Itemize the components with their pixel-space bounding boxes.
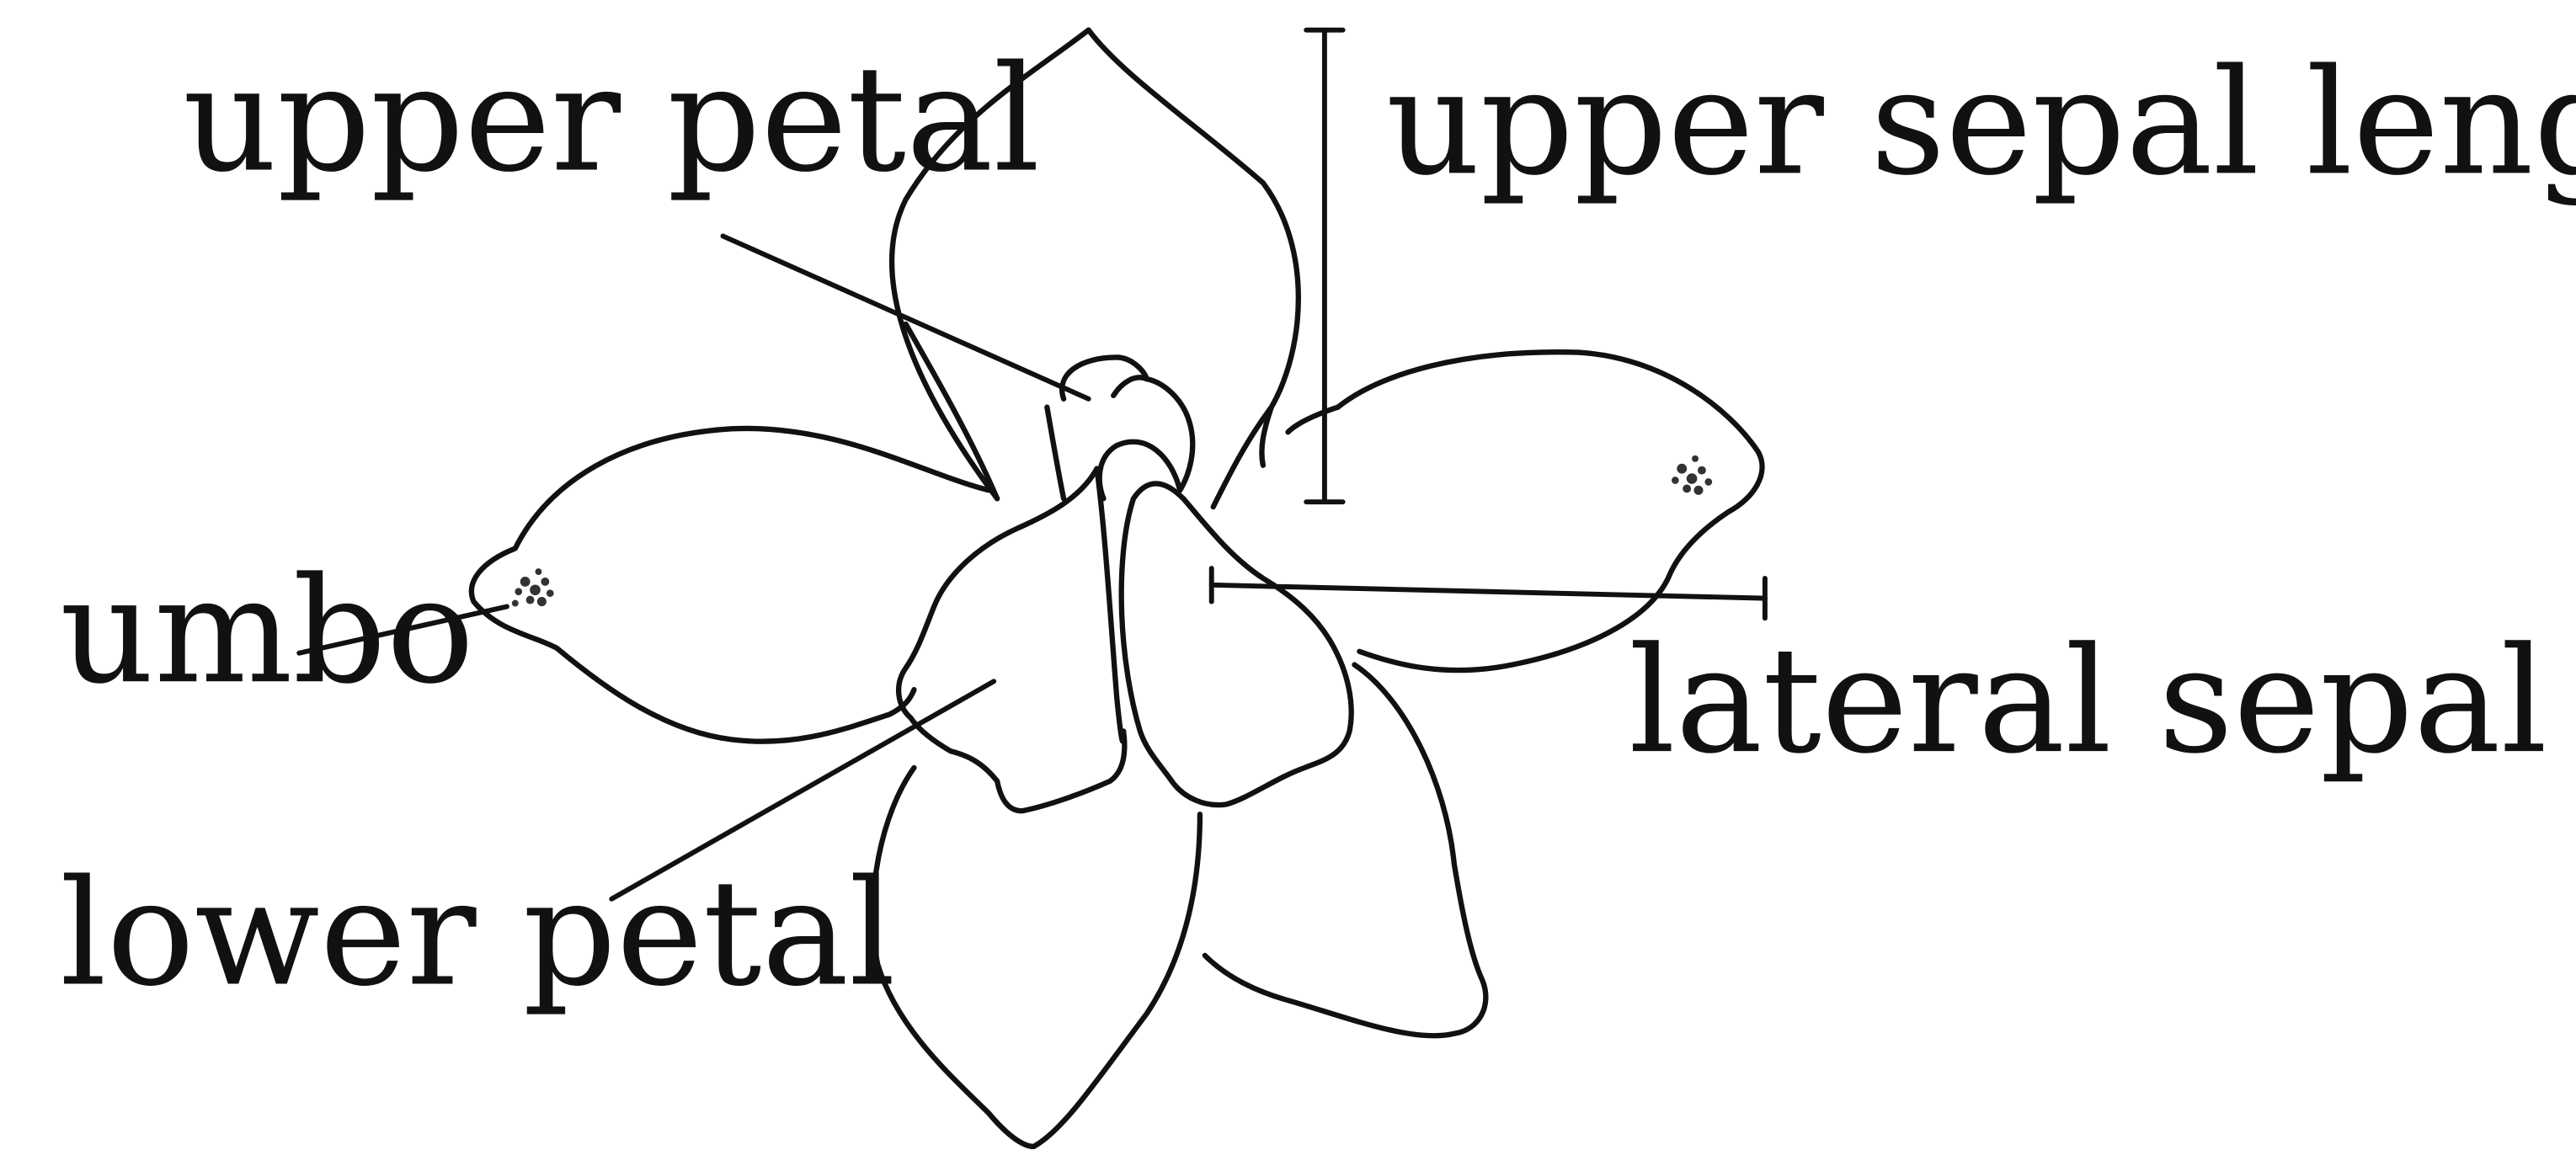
upper-petal-label: upper petal (183, 34, 1040, 204)
lateral-sepal-left (472, 429, 989, 742)
lower-petal-left (899, 469, 1124, 812)
umbo-left-mark (512, 568, 554, 606)
lateral-sepal-length-label: lateral sepal length (1629, 615, 2576, 785)
lower-petal-right (1122, 483, 1352, 805)
upper-sepal-length-label: upper sepal length (1386, 37, 2576, 207)
umbo-label: umbo (60, 546, 474, 716)
column-line (1047, 407, 1064, 499)
lateral-sepal-length-bar (1212, 585, 1765, 599)
lower-petal-label: lower petal (60, 848, 896, 1018)
umbo-right-mark (1672, 455, 1712, 495)
lateral-sepal-right-inner-line (1288, 407, 1338, 433)
lower-sepal-right (1205, 665, 1486, 1036)
upper-petal-leader (723, 236, 1088, 398)
lower-sepal-left (873, 768, 1200, 1147)
upper-petal-inner-line (1113, 377, 1146, 395)
labels: upper petal upper sepal length umbo late… (60, 34, 2576, 1018)
